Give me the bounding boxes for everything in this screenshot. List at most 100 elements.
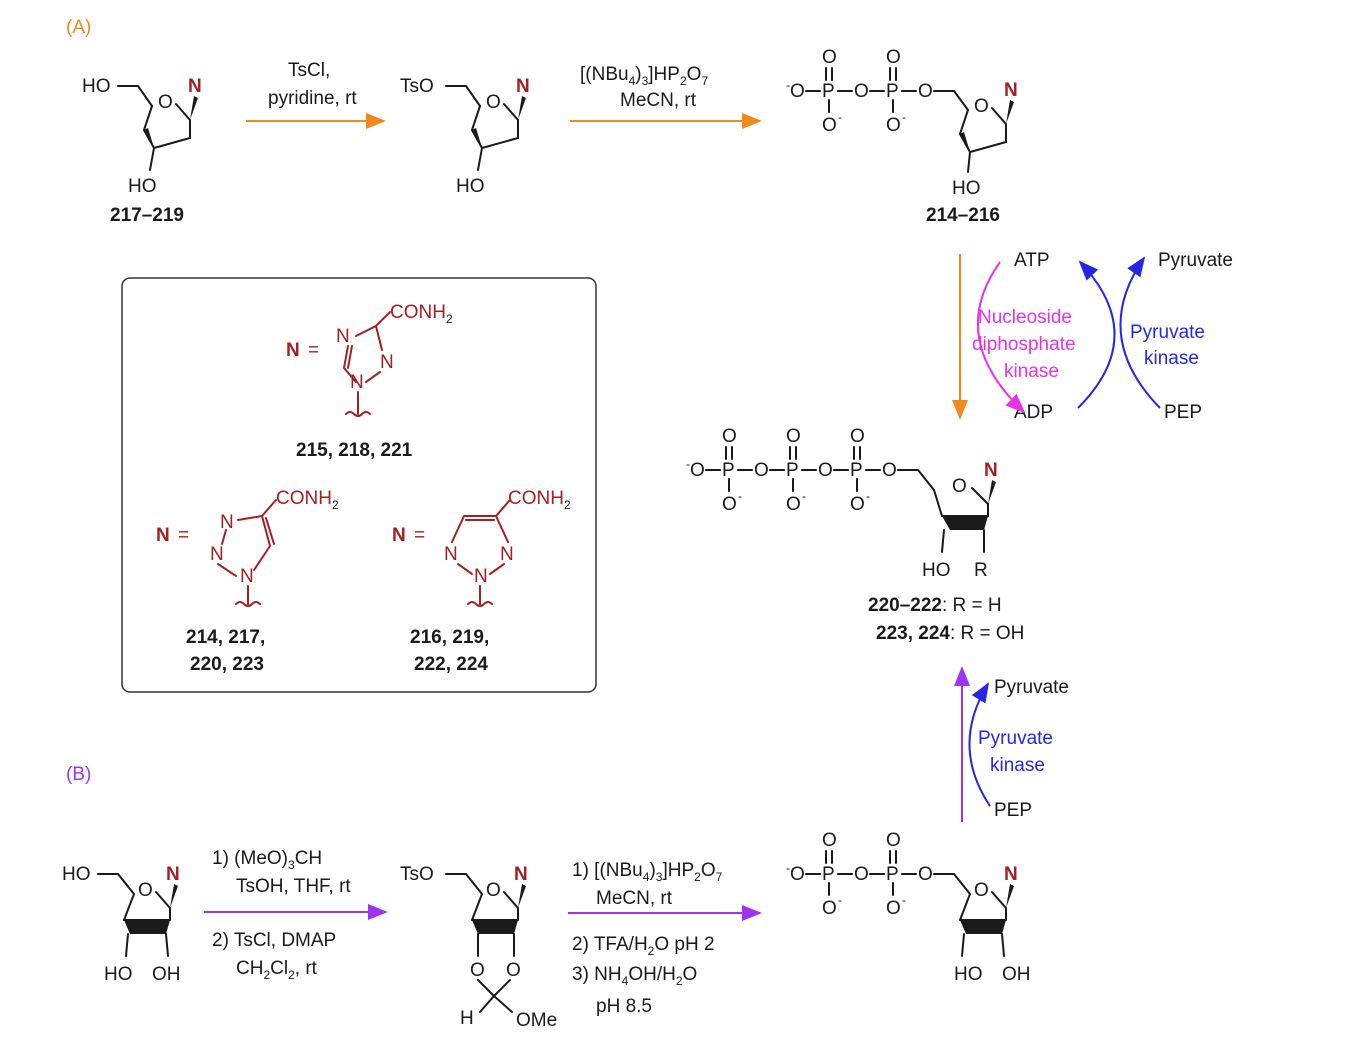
pk-cycle-arrow-lower (968, 682, 991, 807)
compound-217-219: HO O N HO 217–219 (82, 76, 202, 226)
svg-text:N: N (156, 525, 170, 546)
atp-label: ATP (1014, 250, 1050, 271)
svg-text:N: N (336, 326, 350, 347)
svg-text:H: H (460, 1008, 474, 1029)
box-label-2b: 220, 223 (190, 654, 264, 675)
svg-text:O: O (138, 880, 153, 901)
svg-text:O: O (470, 960, 485, 981)
reagent-b1-line1: 1) (MeO)3CH (212, 848, 322, 872)
svg-text:O: O (886, 47, 901, 68)
pyruvate-label-top: Pyruvate (1158, 250, 1233, 271)
compound-ribonucleoside-b: HO O N HO OH (62, 864, 181, 985)
svg-text:O: O (974, 96, 989, 117)
svg-text:N: N (1004, 864, 1018, 885)
svg-text:O: O (850, 426, 865, 447)
svg-text:HO: HO (456, 176, 485, 197)
reagent-b2-line2: MeCN, rt (596, 888, 673, 909)
pk-label-bottom-1: Pyruvate (978, 728, 1053, 749)
panel-label-a: (A) (66, 17, 91, 38)
reagent-b2-line1: 1) [(NBu4)3]HP2O7 (572, 860, 723, 884)
compound-tosylate-a: TsO O N HO (400, 76, 530, 197)
compound-ribo-diphosphate: -O P O O- O P O O- O O N HO OH (786, 830, 1031, 985)
box-label-2a: 214, 217, (186, 627, 265, 648)
compound-label-223-224: 223, 224: R = OH (876, 623, 1024, 644)
svg-text:N: N (392, 525, 406, 546)
svg-text:N: N (444, 544, 458, 565)
compound-orthoester-tosylate: TsO O N O O H OMe (400, 864, 557, 1031)
svg-text:O: O (786, 494, 801, 515)
reagent-a1-line2: pyridine, rt (268, 88, 357, 109)
reagent-b1-line3: 2) TsCl, DMAP (212, 930, 336, 951)
compound-label-214-216: 214–216 (926, 205, 1000, 226)
ndk-label-3: kinase (1004, 361, 1059, 382)
box-label-3b: 222, 224 (414, 654, 488, 675)
svg-text:O: O (822, 115, 837, 136)
svg-text:O: O (822, 47, 837, 68)
svg-text:CONH2: CONH2 (390, 302, 453, 326)
reagent-b2-line5: pH 8.5 (596, 996, 652, 1017)
svg-text:O: O (886, 830, 901, 851)
svg-text:N: N (166, 864, 180, 885)
svg-text:O: O (486, 92, 501, 113)
svg-text:N: N (514, 864, 528, 885)
box-label-1: 215, 218, 221 (296, 440, 413, 461)
svg-text:OH: OH (152, 964, 181, 985)
svg-text:-: - (902, 893, 906, 907)
svg-text:O: O (952, 476, 967, 497)
svg-text:O: O (974, 880, 989, 901)
pk-cycle-arrow-right (1119, 256, 1161, 409)
svg-text:O: O (506, 960, 521, 981)
reagent-b2-line3: 2) TFA/H2O pH 2 (572, 934, 715, 958)
pep-label-bottom: PEP (994, 800, 1032, 821)
svg-text:O: O (854, 864, 869, 885)
reagent-b2-line4: 3) NH4OH/H2O (572, 964, 697, 988)
svg-text:O: O (158, 92, 173, 113)
svg-text:OH: OH (1002, 964, 1031, 985)
svg-text:O: O (886, 115, 901, 136)
svg-text:TsO: TsO (400, 864, 434, 885)
svg-text:TsO: TsO (400, 76, 434, 97)
reagent-a1-line1: TsCl, (288, 60, 330, 81)
svg-text:N: N (240, 566, 254, 587)
svg-text:N: N (1004, 80, 1018, 101)
pk-cycle-arrow-left (1077, 260, 1116, 409)
svg-text:HO: HO (128, 176, 157, 197)
svg-text:O: O (818, 460, 833, 481)
svg-text:CONH2: CONH2 (508, 488, 571, 512)
svg-text:N: N (188, 76, 202, 97)
svg-text:O: O (850, 494, 865, 515)
svg-text:N: N (286, 340, 300, 361)
svg-text:-: - (802, 489, 806, 503)
svg-text:-O: -O (786, 78, 805, 102)
ndk-label-2: diphosphate (972, 334, 1076, 355)
svg-text:-: - (866, 489, 870, 503)
svg-text:HO: HO (952, 178, 981, 199)
svg-text:N: N (984, 460, 998, 481)
svg-text:HO: HO (62, 864, 91, 885)
svg-text:-: - (838, 110, 842, 124)
pk-label-top-1: Pyruvate (1130, 322, 1205, 343)
pk-label-bottom-2: kinase (990, 755, 1045, 776)
ndk-label-1: Nucleoside (978, 307, 1072, 328)
heterocycle-124-triazole: N = N CONH2 N N 215, 218, 221 (286, 302, 453, 461)
panel-label-b: (B) (66, 764, 91, 785)
svg-text:O: O (886, 898, 901, 919)
svg-text:P: P (850, 460, 863, 481)
box-label-3a: 216, 219, (410, 627, 489, 648)
svg-text:-: - (902, 110, 906, 124)
svg-text:N: N (500, 544, 514, 565)
svg-text:O: O (722, 494, 737, 515)
svg-text:O: O (822, 830, 837, 851)
svg-text:N: N (474, 566, 488, 587)
svg-text:O: O (822, 898, 837, 919)
svg-text:N: N (350, 372, 364, 393)
svg-text:-: - (838, 893, 842, 907)
ndk-cycle-arrow (976, 261, 1026, 414)
svg-text:OMe: OMe (516, 1010, 557, 1031)
heterocycle-box (121, 277, 597, 693)
svg-text:N: N (380, 352, 394, 373)
svg-text:=: = (414, 525, 425, 546)
svg-text:CONH2: CONH2 (276, 488, 339, 512)
svg-text:=: = (178, 525, 189, 546)
reagent-a2-line2: MeCN, rt (620, 90, 697, 111)
